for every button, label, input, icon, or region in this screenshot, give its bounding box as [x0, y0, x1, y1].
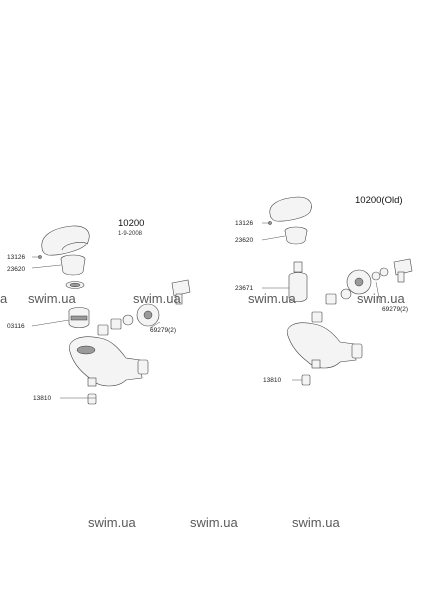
right-assembly: 10200(Old): [235, 195, 413, 386]
watermarks: a swim.ua swim.ua swim.ua swim.ua swim.u…: [0, 291, 405, 530]
right-label-5: 13810: [263, 377, 281, 384]
watermark-2: swim.ua: [28, 291, 76, 306]
cap-23620-old: [284, 226, 308, 245]
watermark-4: swim.ua: [248, 291, 296, 306]
bottom-nut-13810-old: [301, 374, 311, 386]
cartridge-23671: [288, 261, 308, 303]
left-label-3: 03116: [7, 323, 25, 330]
mixer-body-old: [286, 322, 363, 369]
right-label-4: 69279(2): [382, 306, 408, 313]
right-title: 10200(Old): [355, 195, 403, 206]
watermark-7: swim.ua: [190, 515, 238, 530]
right-label-1: 13126: [235, 220, 253, 227]
side-fittings-old: [311, 258, 413, 323]
left-date: 1-9-2008: [118, 231, 143, 237]
bottom-nut-13810: [87, 393, 97, 405]
left-label-5: 13810: [33, 395, 51, 402]
watermark-6: swim.ua: [88, 515, 136, 530]
watermark-8: swim.ua: [292, 515, 340, 530]
cap-23620: [60, 254, 86, 276]
right-label-2: 23620: [235, 237, 253, 244]
right-label-3: 23671: [235, 285, 253, 292]
handle-lever-old: [269, 196, 312, 222]
mixer-body: [69, 336, 149, 387]
left-title: 10200: [118, 218, 144, 229]
watermark-1: a: [0, 291, 8, 306]
left-label-1: 13126: [7, 254, 25, 261]
handle-lever: [41, 225, 90, 256]
left-label-2: 23620: [7, 266, 25, 273]
watermark-5: swim.ua: [357, 291, 405, 306]
nut-ring: [65, 281, 85, 289]
side-fittings: [97, 279, 191, 336]
watermark-3: swim.ua: [133, 291, 181, 306]
left-label-4: 69279(2): [150, 327, 176, 334]
left-assembly: 10200 1-9-2008: [7, 218, 191, 405]
cartridge-03116: [68, 307, 90, 329]
